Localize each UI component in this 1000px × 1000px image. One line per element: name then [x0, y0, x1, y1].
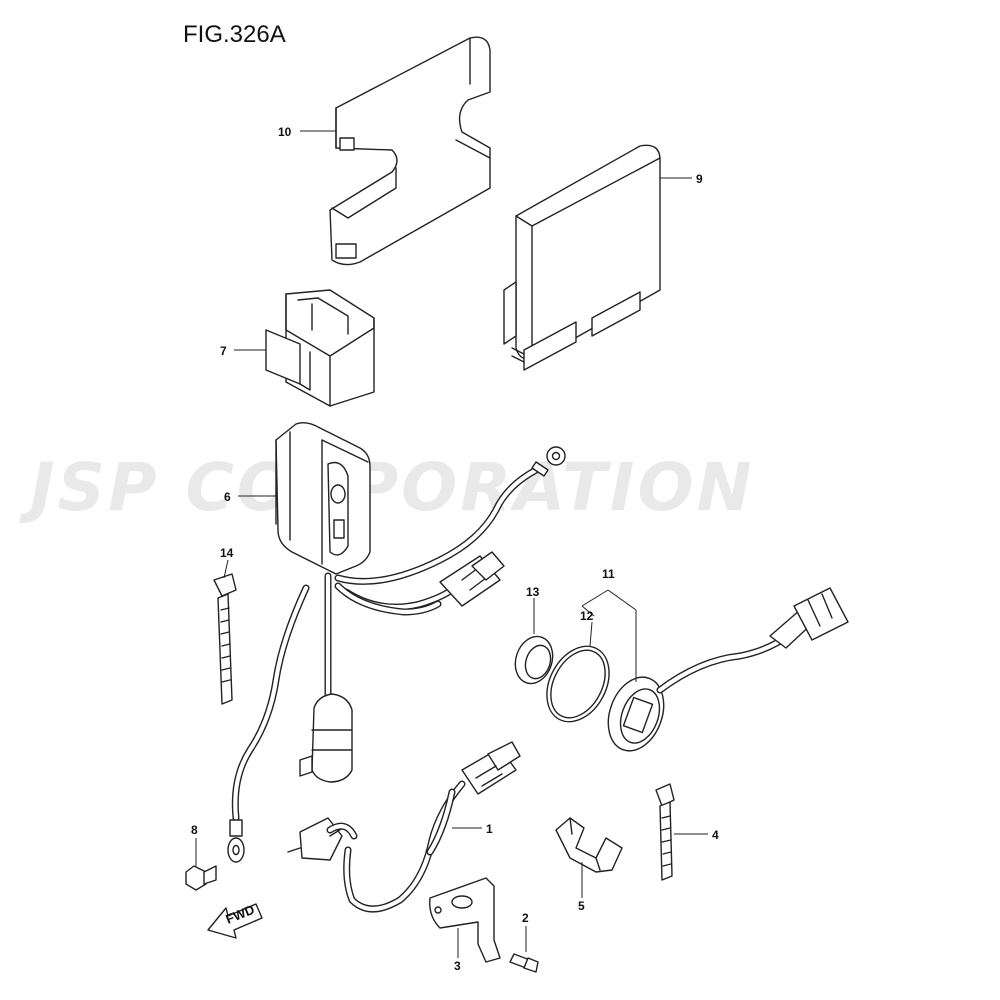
- callout-5: 5: [578, 899, 585, 913]
- part-1-sensor-harness[interactable]: [287, 741, 521, 913]
- callout-7: 7: [220, 344, 227, 358]
- callout-8: 8: [191, 823, 198, 837]
- callout-14: 14: [220, 546, 234, 560]
- part-3-bracket[interactable]: [429, 877, 501, 963]
- part-10-cover[interactable]: [329, 36, 491, 266]
- part-7-relay[interactable]: [265, 289, 375, 407]
- callout-10: 10: [278, 125, 292, 139]
- part-6-control-unit[interactable]: [275, 421, 371, 575]
- figure-title: FIG.326A: [183, 21, 286, 48]
- callout-1: 1: [486, 822, 493, 836]
- fwd-arrow: FWD: [207, 902, 263, 939]
- part-2-bolt[interactable]: [509, 953, 539, 973]
- callout-13: 13: [526, 585, 540, 599]
- part-14-cable-tie[interactable]: [213, 573, 237, 705]
- part-11-socket-assembly[interactable]: [599, 587, 849, 759]
- part-4-cable-tie[interactable]: [655, 783, 675, 881]
- callout-numbers: 10 9 7 6 14 11 13 12 1 8 4 5 2 3: [191, 125, 719, 973]
- callout-12: 12: [580, 609, 594, 623]
- callout-9: 9: [696, 172, 703, 186]
- part-5-clamp[interactable]: [555, 817, 623, 873]
- callout-11: 11: [602, 567, 615, 581]
- part-13-nut[interactable]: [509, 632, 558, 689]
- part-9-ecm[interactable]: [503, 144, 661, 371]
- part-8-bolt[interactable]: [185, 865, 217, 891]
- callout-6: 6: [224, 490, 231, 504]
- leader-lines: [195, 130, 708, 958]
- callout-4: 4: [712, 828, 719, 842]
- watermark-text: JSP CORPORATION: [19, 449, 755, 526]
- part-6-harness: [227, 446, 566, 863]
- part-12-o-ring[interactable]: [534, 636, 621, 733]
- callout-2: 2: [522, 911, 529, 925]
- callout-3: 3: [454, 959, 461, 973]
